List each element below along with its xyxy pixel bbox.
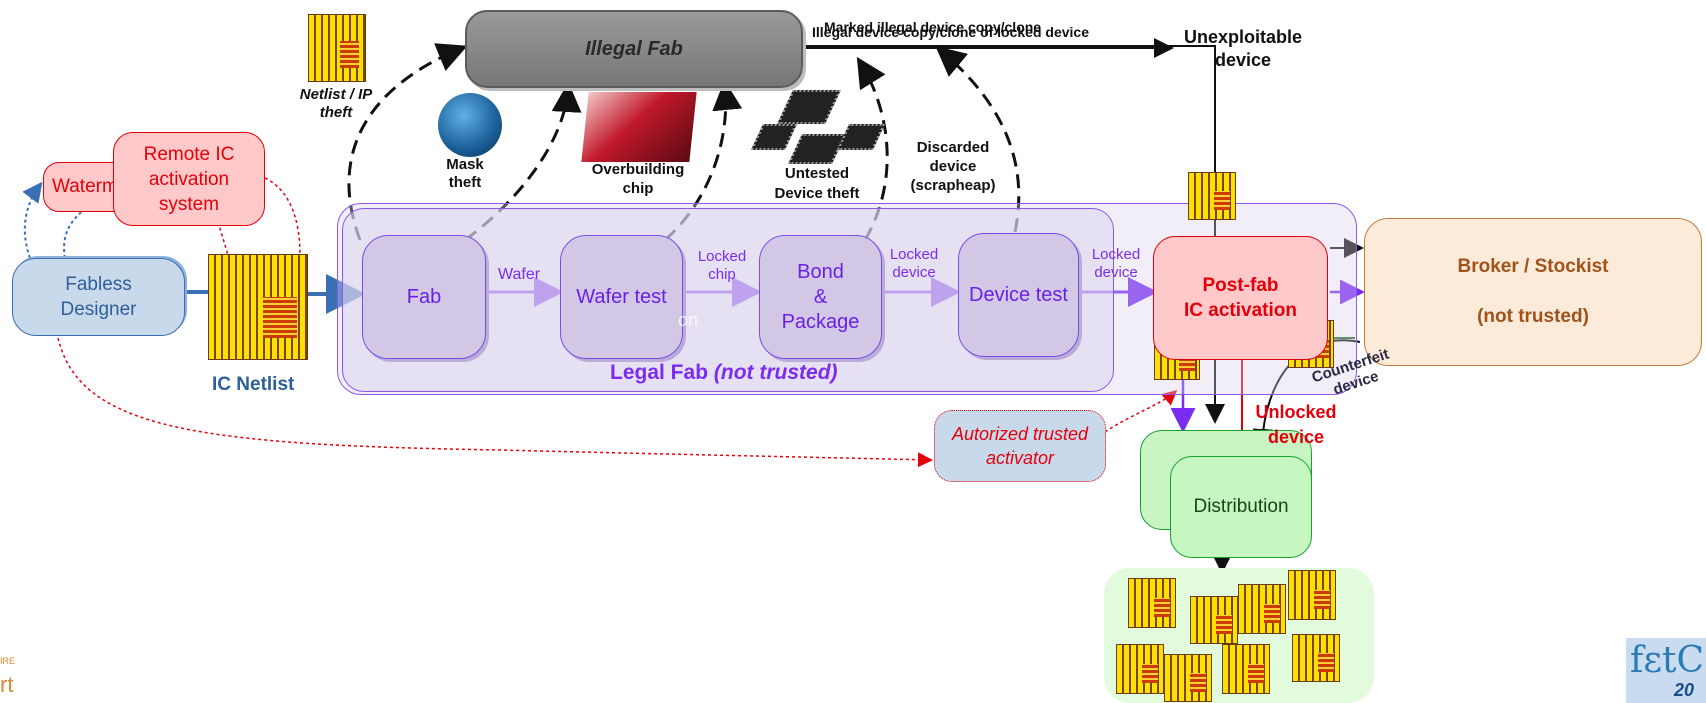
discarded-line2: device <box>929 158 977 175</box>
wafer-test-label: Wafer test <box>576 285 667 308</box>
postfab-top-chip-image <box>1188 172 1236 220</box>
designer-line1: Fabless <box>65 274 132 295</box>
distribution-label: Distribution <box>1193 496 1289 517</box>
mask-theft-label: Mask theft <box>430 156 500 192</box>
locked-chip-label: Locked chip <box>690 248 754 284</box>
illegal-fab-title: Illegal Fab <box>585 37 683 60</box>
designer-to-watermark-arrow <box>22 181 43 259</box>
broker-box: Broker / Stockist (not trusted) <box>1364 218 1702 366</box>
bond-label-line2: & <box>813 285 828 308</box>
netlist-chip-image <box>308 14 366 82</box>
untested-line2: Device theft <box>774 185 860 202</box>
pile-chip-5 <box>1116 644 1164 694</box>
locked-device-line2: device <box>892 264 936 281</box>
overbuilding-label: Overbuilding chip <box>578 160 698 198</box>
netlist-theft-label: Netlist / IP theft <box>286 86 386 122</box>
untested-line1: Untested <box>784 165 850 182</box>
locked-device-2-label: Locked device <box>1084 246 1148 282</box>
ghost-text: on <box>678 310 699 330</box>
mask-theft-line2: theft <box>448 174 482 191</box>
broker-line1: Broker / Stockist <box>1457 256 1609 277</box>
authorized-activator-box: Autorized trusted activator <box>934 410 1106 482</box>
legal-fab-name: Legal Fab <box>610 361 709 384</box>
fabless-designer-box: Fabless Designer <box>12 258 185 336</box>
discarded-arrow <box>935 46 1021 233</box>
footer-left-small: IRE <box>0 656 16 666</box>
device-test-label: Device test <box>969 283 1068 306</box>
activator-line2: activator <box>985 448 1055 468</box>
unexploitable-line2: device <box>1214 50 1272 70</box>
locked-chip-line2: chip <box>708 266 736 283</box>
marked-copy-label: Marked illegal device copy/clone <box>824 19 1042 35</box>
designer-to-activator-dotted <box>57 337 933 468</box>
overbuilding-wafer-image <box>581 92 697 162</box>
postfab-line2: IC activation <box>1184 300 1297 321</box>
postfab-line1: Post-fab <box>1202 275 1279 296</box>
fab-label: Fab <box>406 285 442 308</box>
mask-wafer-icon <box>438 93 502 157</box>
discarded-label: Discarded device (scrapheap) <box>898 138 1008 195</box>
wafer-arrow-label: Wafer <box>498 266 541 283</box>
locked-device-label: Locked device <box>882 246 946 282</box>
footer-logo-year: 20 <box>1674 680 1695 700</box>
pile-chip-4 <box>1288 570 1336 620</box>
pile-chip-8 <box>1292 634 1340 682</box>
locked-device-2-line1: Locked <box>1091 246 1141 263</box>
legal-fab-qualifier: (not trusted) <box>713 361 838 384</box>
unlocked-line2: device <box>1267 427 1325 447</box>
legal-fab-title: Legal Fab (not trusted) <box>610 361 838 385</box>
discarded-line1: Discarded <box>916 139 990 156</box>
postfab-activation-box: Post-fab IC activation <box>1153 236 1328 360</box>
netlist-theft-line2: theft <box>319 104 353 121</box>
activator-line1: Autorized trusted <box>951 424 1089 444</box>
unexploitable-label: Unexploitable device <box>1168 26 1318 72</box>
locked-device-line1: Locked <box>889 246 939 263</box>
watermark-label: Waterm <box>52 176 118 197</box>
fab-step: Fab <box>362 235 486 359</box>
activator-to-postfab-dotted <box>1104 390 1178 433</box>
netlist-theft-line1: Netlist / IP <box>299 86 373 103</box>
footer-logo: fεtC 20 <box>1626 638 1706 703</box>
unexploitable-line1: Unexploitable <box>1183 27 1303 47</box>
locked-device-2-line2: device <box>1094 264 1138 281</box>
pile-chip-6 <box>1164 654 1212 702</box>
remote-activation-box: Remote IC activation system <box>113 132 265 226</box>
device-test-step: Device test <box>958 233 1079 357</box>
mask-theft-line1: Mask <box>446 156 484 173</box>
remote-to-netlist-dotted-2 <box>217 221 229 256</box>
unlocked-line1: Unlocked <box>1255 402 1337 422</box>
broker-line2: (not trusted) <box>1477 306 1589 327</box>
illegal-fab-box: Illegal Fab <box>465 10 803 88</box>
locked-chip-line1: Locked <box>697 248 747 265</box>
distribution-box: Distribution <box>1170 456 1312 558</box>
pile-chip-3 <box>1238 584 1286 634</box>
wafer-test-step: Wafer test <box>560 235 683 359</box>
ic-netlist-label: IC Netlist <box>212 374 295 395</box>
untested-theft-label: Untested Device theft <box>752 164 882 204</box>
remote-line3: system <box>158 193 220 215</box>
bond-label-line1: Bond <box>797 260 844 283</box>
pile-chip-1 <box>1128 578 1176 628</box>
bond-label-line3: Package <box>781 310 860 333</box>
pile-chip-7 <box>1222 644 1270 694</box>
overbuilding-line1: Overbuilding <box>591 161 685 178</box>
remote-to-netlist-dotted <box>264 177 301 256</box>
unlocked-label: Unlocked device <box>1236 400 1356 450</box>
pile-chip-2 <box>1190 596 1238 644</box>
remote-line1: Remote IC <box>143 143 235 165</box>
remote-line2: activation <box>148 168 230 190</box>
footer-left-big: rt <box>0 672 14 697</box>
ic-netlist-chip-image <box>208 254 308 360</box>
footer-logo-text: fεtC <box>1630 640 1704 681</box>
illegal-copy-label: Illegal device copy/clone of locked devi… <box>812 24 1089 40</box>
designer-line2: Designer <box>60 299 137 320</box>
overbuilding-line2: chip <box>622 180 654 197</box>
bond-package-step: Bond & Package <box>759 235 882 359</box>
discarded-line3: (scrapheap) <box>910 177 996 194</box>
